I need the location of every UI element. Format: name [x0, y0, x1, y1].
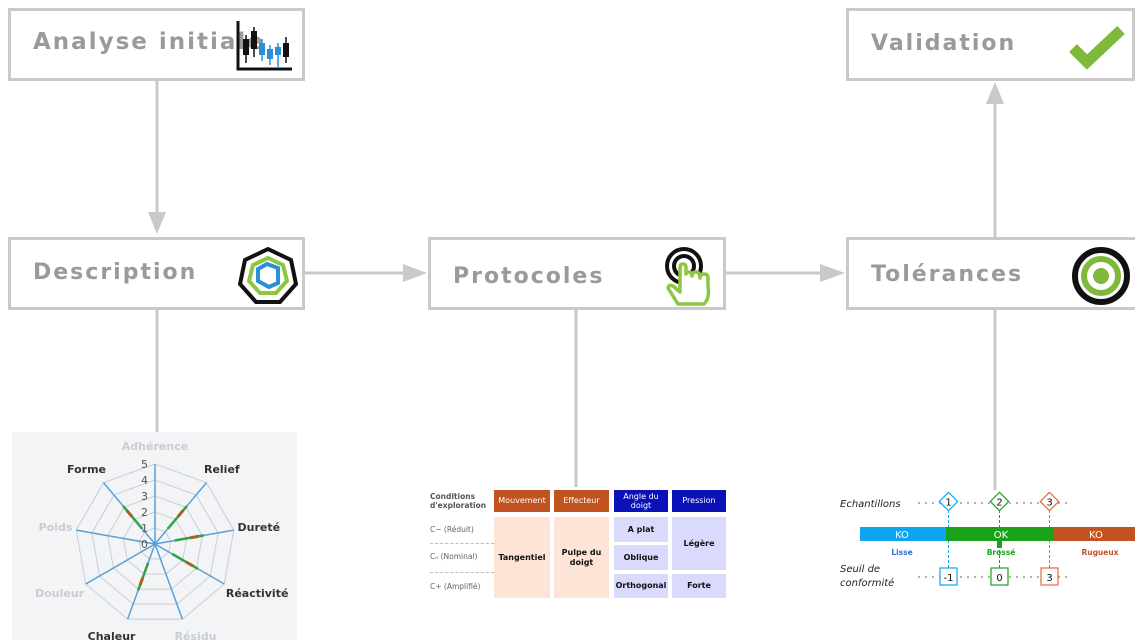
radar-grid-ring: [122, 511, 188, 575]
validation-title: Validation: [871, 31, 1017, 56]
ok-segment: [946, 527, 1054, 541]
category-brosse: Brossé: [987, 548, 1016, 557]
radar-axis-label: Douleur: [35, 587, 85, 600]
hexagon-radar-icon: [238, 247, 298, 304]
protocoles-title: Protocoles: [453, 264, 605, 289]
radar-axis-line: [154, 543, 184, 620]
radar-grid-ring: [75, 463, 235, 620]
svg-text:3: 3: [1046, 498, 1052, 509]
row-label-reduit: C− (Réduit): [430, 524, 474, 534]
radar-range-segment: [136, 562, 150, 592]
tolerances-title: Tolérances: [871, 262, 1024, 287]
radar-grid-ring: [107, 495, 203, 590]
radar-axis-label: Forme: [67, 463, 106, 476]
seuil-minus-1: -1: [939, 567, 958, 586]
ko-low-segment: [860, 527, 946, 541]
radar-grid-ring: [138, 527, 172, 560]
radar-range-marker: [185, 560, 194, 568]
radar-range-segment: [174, 534, 205, 542]
ko-high-segment: [1054, 527, 1135, 541]
description-box[interactable]: Description: [8, 237, 305, 310]
ko-high-label: KO: [1089, 530, 1103, 541]
sample-1-marker: 1: [938, 491, 959, 512]
svg-text:0: 0: [996, 573, 1002, 584]
tolerances-box[interactable]: Tolérances: [846, 237, 1135, 310]
arrowhead-right: [403, 264, 427, 282]
protocol-table: Conditions d'exploration Mouvement Effec…: [430, 487, 730, 602]
tolerance-scale: Echantillons 1 2 3 KO OK KO Lisse Brossé…: [840, 491, 1135, 589]
row-divider: [430, 572, 494, 573]
row-divider: [430, 543, 494, 544]
radar-grid-ring: [91, 479, 219, 605]
radar-axis-label: Relief: [204, 463, 240, 476]
echantillons-label: Echantillons: [840, 499, 901, 510]
angle-a-plat: A plat: [614, 517, 668, 542]
radar-tick-label: 2: [141, 506, 148, 519]
radar-tick-label: 3: [141, 490, 148, 503]
ok-label: OK: [994, 530, 1009, 541]
radar-axis-label: Réactivité: [226, 587, 289, 600]
pression-forte: Forte: [672, 574, 726, 598]
analyse-box[interactable]: Analyse initiale: [8, 8, 305, 81]
radar-range-segment: [122, 505, 144, 530]
angle-oblique: Oblique: [614, 545, 668, 570]
sample-2-marker: 2: [989, 491, 1010, 512]
header-angle: Angle du doigt: [614, 490, 668, 512]
effecteur-value: Pulpe du doigt: [554, 517, 609, 598]
header-mouvement: Mouvement: [494, 490, 550, 512]
radar-axis-label: Dureté: [238, 521, 281, 534]
row-label-amplifie: C+ (Amplifié): [430, 581, 481, 591]
candlestick-chart-icon: [236, 21, 292, 71]
row-label-nominal: Cₙ (Nominal): [430, 551, 478, 561]
radar-axis-label: Résidu: [175, 630, 217, 640]
radar-chart: 5 4 3 2 1 0 AdhérenceReliefDuretéRéactivitéRés…: [35, 440, 289, 640]
description-title: Description: [33, 260, 198, 285]
radar-axis-label: Adhérence: [122, 440, 188, 453]
conditions-label: Conditions d'exploration: [430, 492, 487, 510]
arrowhead-up: [986, 82, 1004, 104]
svg-text:3: 3: [1046, 573, 1052, 584]
validation-box[interactable]: Validation: [846, 8, 1135, 81]
svg-text:-1: -1: [944, 573, 954, 584]
radar-axis-line: [76, 529, 156, 545]
seuil-0: 0: [990, 567, 1009, 586]
radar-range-segment: [171, 552, 199, 570]
angle-orthogonal: Orthogonal: [614, 574, 668, 598]
header-pression: Pression: [672, 490, 726, 512]
radar-range-marker: [138, 577, 145, 586]
analyse-title: Analyse initiale: [33, 29, 265, 55]
radar-tick-label: 1: [141, 522, 148, 535]
radar-range-segment: [166, 505, 188, 530]
category-lisse: Lisse: [891, 548, 912, 557]
radar-range-marker: [190, 534, 199, 540]
radar-tick-label: 0: [141, 538, 148, 551]
sample-3-marker: 3: [1039, 491, 1060, 512]
header-effecteur: Effecteur: [554, 490, 609, 512]
ok-pointer: [997, 541, 1002, 548]
radar-axis-label: Chaleur: [88, 630, 136, 640]
touch-finger-icon: [665, 247, 711, 306]
protocoles-box[interactable]: Protocoles: [428, 237, 726, 310]
target-icon: [1072, 247, 1130, 305]
pression-legere: Légère: [672, 517, 726, 570]
checkmark-icon: [1069, 25, 1125, 70]
mouvement-value: Tangentiel: [494, 517, 550, 598]
radar-range-marker: [125, 509, 134, 518]
category-rugueux: Rugueux: [1081, 548, 1118, 557]
svg-text:2: 2: [996, 498, 1002, 509]
radar-tick-label: 5: [141, 458, 148, 471]
radar-axis-line: [85, 543, 156, 585]
arrowhead-down: [148, 212, 166, 234]
radar-axis-label: Poids: [39, 521, 73, 534]
radar-range-marker: [176, 509, 185, 518]
seuil-3: 3: [1040, 567, 1059, 586]
svg-text:1: 1: [945, 498, 951, 509]
radar-tick-label: 4: [141, 474, 148, 487]
arrowhead-right: [820, 264, 845, 282]
ko-low-label: KO: [895, 530, 909, 541]
